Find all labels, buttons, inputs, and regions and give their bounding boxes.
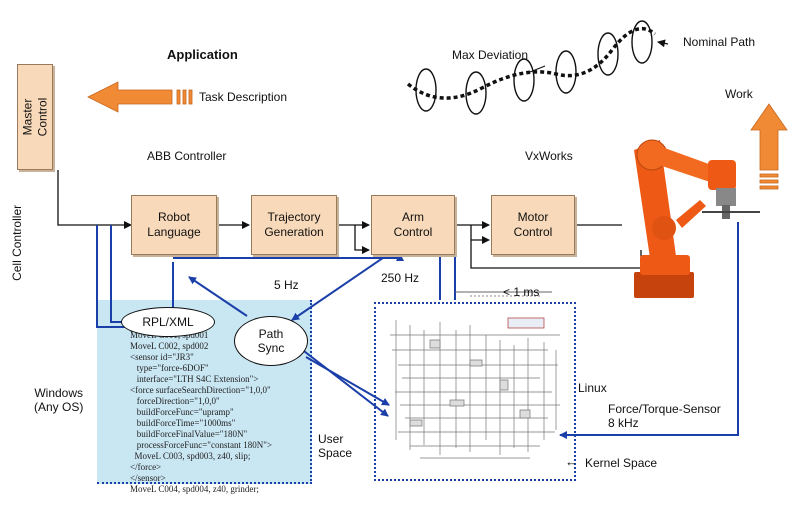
rpl-xml-node: RPL/XML	[121, 307, 215, 337]
code-line: type="force-6DOF"	[130, 363, 209, 373]
kernel-space-panel	[374, 302, 576, 481]
code-line: MoveL C004, spd004, z40, grinder;	[130, 484, 259, 494]
user-space-label: User Space	[318, 432, 353, 460]
code-line: buildForceFunc="upramp"	[130, 407, 234, 417]
code-line: forceDirection="1,0,0"	[130, 396, 220, 406]
task-arrow	[87, 81, 193, 113]
code-line: MoveL C002, spd002	[130, 341, 209, 351]
nominal-path-label: Nominal Path	[683, 35, 756, 49]
work-label: Work	[725, 87, 753, 101]
code-line: interface="LTH S4C Extension">	[130, 374, 259, 384]
robot-icon	[634, 139, 760, 298]
code-line: </sensor>	[130, 473, 166, 483]
arm-control-block: Arm Control	[371, 195, 455, 255]
code-line: </force>	[130, 462, 162, 472]
max-deviation-label: Max Deviation	[452, 48, 529, 62]
task-description-label: Task Description	[199, 90, 288, 104]
code-line: buildForceTime="1000ms"	[130, 418, 236, 428]
application-title: Application	[167, 47, 238, 62]
kernel-schematic	[390, 317, 560, 459]
frequency-250hz-label: 250 Hz	[381, 271, 420, 285]
path-sync-node: Path Sync	[234, 316, 308, 366]
robot-language-block: Robot Language	[131, 195, 217, 255]
work-arrow	[750, 103, 788, 190]
linux-label: Linux	[578, 381, 607, 395]
force-torque-sensor-label: Force/Torque-Sensor 8 kHz	[608, 402, 721, 430]
latency-label: < 1 ms	[503, 285, 540, 299]
master-control-label: Master Control	[20, 97, 49, 137]
cell-controller-label: Cell Controller	[10, 204, 25, 281]
kernel-space-label: Kernel Space	[585, 456, 658, 470]
rapid-code-listing: MoveL C001, spd001 MoveL C002, spd002 <s…	[130, 330, 310, 495]
code-line: <force surfaceSearchDirection="1,0,0"	[130, 385, 271, 395]
abb-controller-label: ABB Controller	[147, 149, 227, 163]
kernel-space-pointer: ←	[565, 454, 578, 469]
nominal-path-graphic	[406, 20, 669, 115]
master-control-block: Master Control	[17, 64, 53, 170]
frequency-5hz-label: 5 Hz	[274, 278, 299, 292]
windows-label: Windows (Any OS)	[34, 386, 84, 414]
code-line: buildForceFinalValue="180N"	[130, 429, 248, 439]
code-line: <sensor id="JR3"	[130, 352, 194, 362]
code-line: MoveL C003, spd003, z40, slip;	[130, 451, 251, 461]
code-line: processForceFunc="constant 180N">	[130, 440, 272, 450]
vxworks-label: VxWorks	[525, 149, 573, 163]
motor-control-block: Motor Control	[491, 195, 575, 255]
trajectory-generation-block: Trajectory Generation	[251, 195, 337, 255]
